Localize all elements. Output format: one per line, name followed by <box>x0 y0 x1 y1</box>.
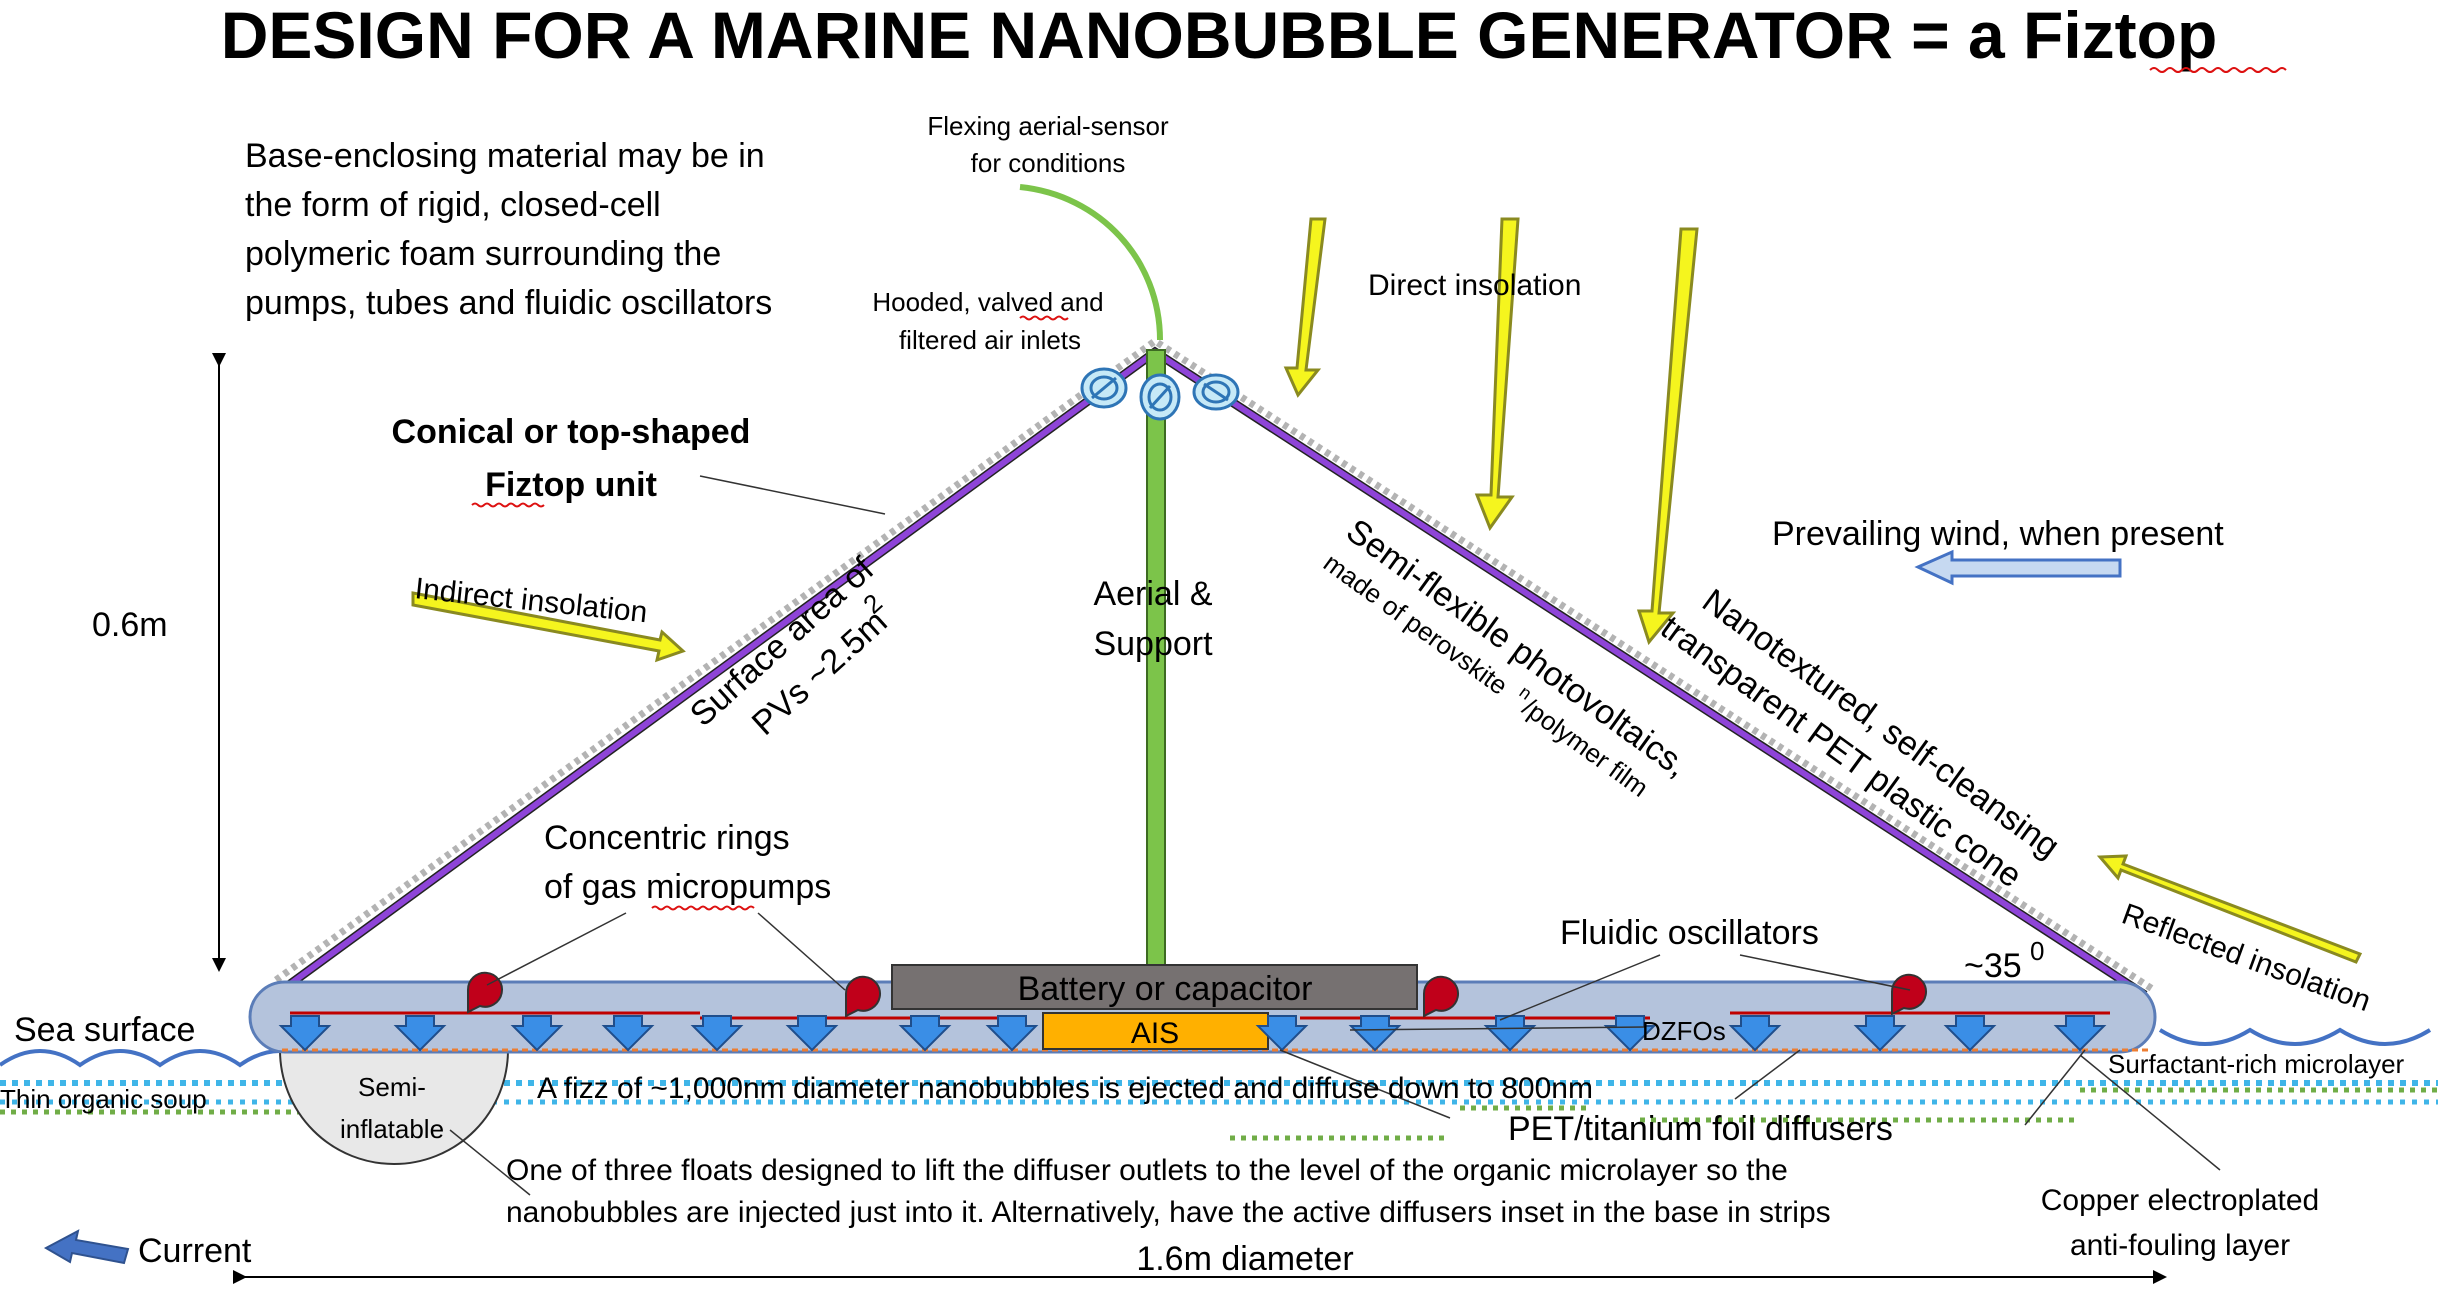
aerial-support-label-1: Aerial & <box>1093 575 1212 613</box>
flexing-aerial-label-2: for conditions <box>971 148 1126 178</box>
spellcheck-squiggle <box>1019 315 1069 321</box>
base-material-note-1: Base-enclosing material may be in <box>245 137 765 175</box>
float-label-1: Semi- <box>358 1072 426 1102</box>
spellcheck-squiggle <box>651 905 755 911</box>
copper-layer-label-2: anti-fouling layer <box>2070 1229 2290 1262</box>
pet-cone-outline <box>273 336 2156 993</box>
direct-insolation-beam <box>1636 227 1699 646</box>
sea-surface-label: Sea surface <box>14 1011 195 1049</box>
float-label-2: inflatable <box>340 1114 444 1144</box>
diffuser-nozzle-arrow <box>1853 1015 1907 1052</box>
diffuser-nozzle-arrow <box>1943 1015 1997 1052</box>
indirect-insolation-beam <box>411 591 686 663</box>
diffuser-nozzle-arrow <box>1603 1015 1657 1052</box>
sea-wave-left <box>0 1049 322 1068</box>
air-inlets-label-2: filtered air inlets <box>899 325 1081 355</box>
nanobubble-fizz-label: A fizz of ~1,000nm diameter nanobubbles … <box>537 1072 1593 1105</box>
air-inlet-left <box>1080 367 1128 409</box>
direct-insolation-label: Direct insolation <box>1368 269 1581 302</box>
diffuser-nozzle-arrow <box>1255 1015 1309 1052</box>
organic-soup-label: Thin organic soup <box>0 1084 207 1114</box>
fluidic-oscillators-label: Fluidic oscillators <box>1560 914 1819 952</box>
gas-micropump <box>1422 975 1459 1018</box>
gas-micropump <box>844 975 881 1018</box>
sea-wave-right <box>2158 1027 2432 1046</box>
ais-box <box>1042 1012 1269 1050</box>
ais-label: AIS <box>1131 1017 1179 1050</box>
diffuser-nozzle-arrow <box>785 1015 839 1052</box>
pet-cone-label-2: transparent PET plastic cone <box>1654 608 2029 895</box>
spellcheck-squiggle <box>2149 67 2287 73</box>
diffuser-outlet-row <box>278 1015 2107 1052</box>
micropumps-label-2: of gas micropumps <box>544 868 831 906</box>
surfactant-microlayer-label: Surfactant-rich microlayer <box>2108 1049 2405 1079</box>
base-material-note-3: polymeric foam surrounding the <box>245 235 721 273</box>
diffuser-nozzle-arrow <box>278 1015 332 1052</box>
diffuser-nozzle-arrow <box>393 1015 447 1052</box>
diffuser-nozzle-arrow <box>1728 1015 1782 1052</box>
base-material-note-4: pumps, tubes and fluidic oscillators <box>245 284 772 322</box>
pet-cone-label: Nanotextured, self-cleansing transparent… <box>1654 582 2067 896</box>
prevailing-wind-arrow <box>1914 549 2122 586</box>
photovoltaics-label-1: Semi-flexible photovoltaics, <box>1339 512 1695 785</box>
flexing-aerial-label-1: Flexing aerial-sensor <box>927 111 1169 141</box>
conical-unit-label-1: Conical or top-shaped <box>392 413 751 451</box>
leader-lines <box>449 475 2221 1196</box>
battery-box <box>891 964 1418 1010</box>
dzfos-label: DZFOs <box>1642 1016 1726 1046</box>
diagram-title: DESIGN FOR A MARINE NANOBUBBLE GENERATOR… <box>221 0 2218 72</box>
cone-angle-label: ~35 <box>1964 947 2022 985</box>
reflected-insolation-beam <box>2096 854 2363 964</box>
direct-insolation-beam <box>1474 217 1520 532</box>
height-label: 0.6m <box>92 606 168 644</box>
air-inlet-right <box>1192 373 1240 411</box>
battery-label: Battery or capacitor <box>1018 970 1313 1008</box>
diameter-label: 1.6m diameter <box>1136 1240 1353 1278</box>
direct-insolation-beam <box>1283 217 1327 398</box>
diffuser-nozzle-arrow <box>1483 1015 1537 1052</box>
micropumps-label-1: Concentric rings <box>544 819 790 857</box>
diffuser-nozzle-arrow <box>601 1015 655 1052</box>
air-inlet-center <box>1139 373 1181 421</box>
semi-inflatable-float <box>278 1049 510 1165</box>
spellcheck-squiggle <box>471 502 545 508</box>
base-material-note-2: the form of rigid, closed-cell <box>245 186 661 224</box>
diffuser-nozzle-arrow <box>985 1015 1039 1052</box>
gas-micropump <box>1890 973 1927 1016</box>
conical-unit-label-2: Fiztop unit <box>485 466 657 504</box>
diffusers-label: PET/titanium foil diffusers <box>1508 1110 1893 1148</box>
floats-note-1: One of three floats designed to lift the… <box>506 1154 1788 1187</box>
diffuser-nozzle-arrow <box>2053 1015 2107 1052</box>
copper-layer-label-1: Copper electroplated <box>2041 1184 2320 1217</box>
prevailing-wind-label: Prevailing wind, when present <box>1772 515 2224 553</box>
air-inlets-label-1: Hooded, valved and <box>872 287 1103 317</box>
diffuser-nozzle-arrow <box>1348 1015 1402 1052</box>
surface-area-label: Surface area of PVs ~2.5m 2 <box>683 550 895 743</box>
diffuser-nozzle-arrow <box>690 1015 744 1052</box>
diffuser-nozzle-arrow <box>510 1015 564 1052</box>
cone-angle-sup: 0 <box>2030 936 2044 966</box>
flexing-aerial-sensor <box>1019 184 1163 341</box>
aerial-support-label-2: Support <box>1093 625 1213 663</box>
diffuser-nozzle-arrow <box>898 1015 952 1052</box>
gas-micropump <box>466 971 503 1014</box>
current-arrow <box>43 1229 130 1265</box>
floats-note-2: nanobubbles are injected just into it. A… <box>506 1196 1831 1229</box>
current-label: Current <box>138 1232 252 1270</box>
